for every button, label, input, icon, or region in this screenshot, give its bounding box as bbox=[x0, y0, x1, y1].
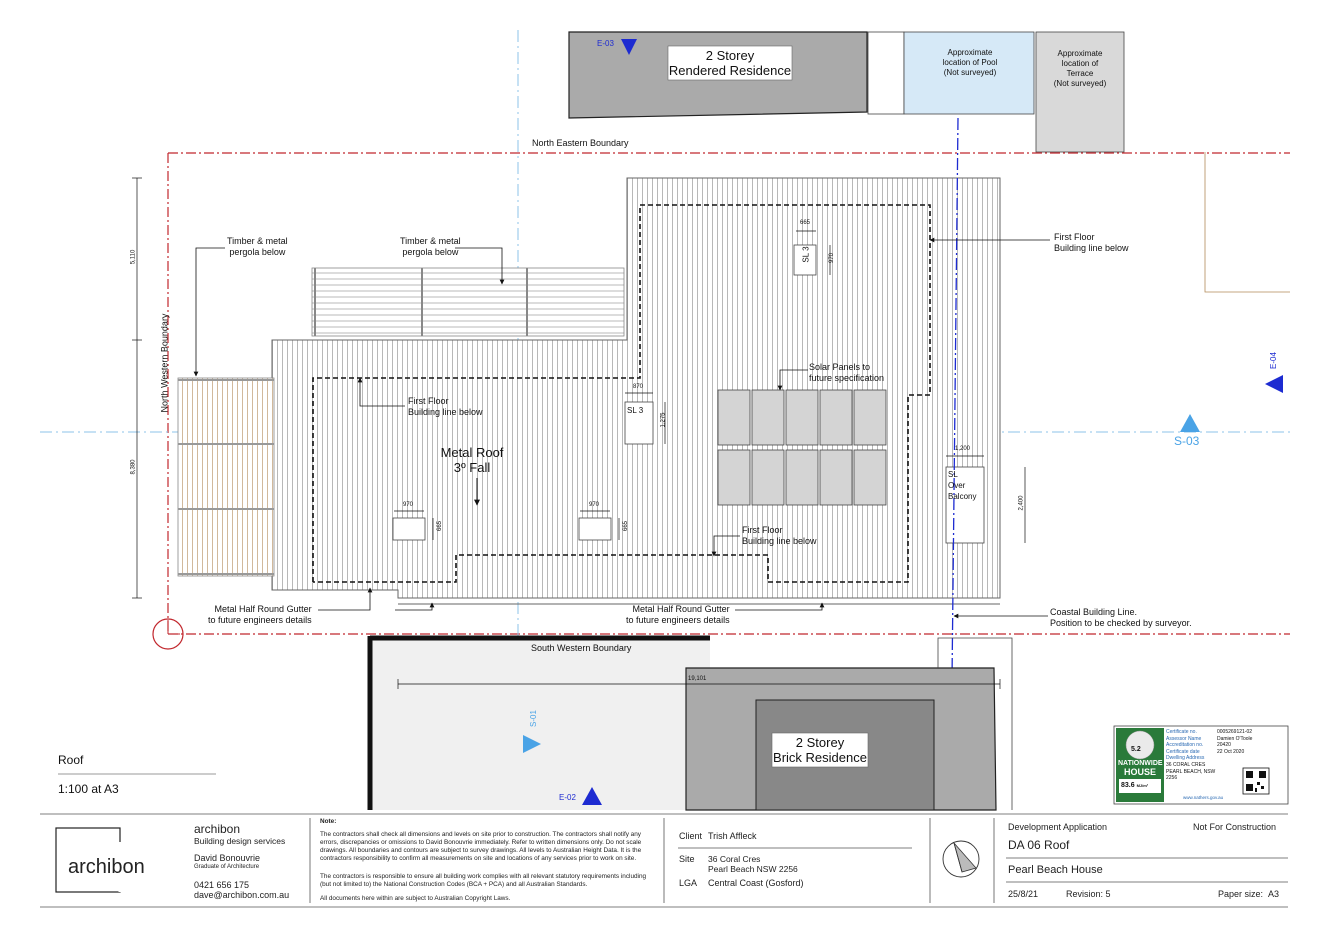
nathers-mj: 83.6 MJ/m² bbox=[1121, 782, 1149, 789]
email: dave@archibon.com.au bbox=[194, 890, 290, 900]
sheet-title: DA 06 Roof bbox=[1008, 838, 1070, 852]
dim-5110: 5,110 bbox=[130, 249, 137, 265]
skylight-sl3-top-label: SL 3 bbox=[801, 246, 811, 263]
nathers-certificate-badge bbox=[1113, 725, 1289, 805]
note-3: All documents here within are subject to… bbox=[320, 895, 511, 902]
phone: 0421 656 175 bbox=[194, 880, 250, 890]
company-name: archibon bbox=[194, 822, 241, 836]
solar-panels bbox=[717, 389, 887, 506]
dim-1275: 1,275 bbox=[660, 412, 667, 428]
company-sub: Building design services bbox=[194, 836, 286, 846]
issue-date: 25/8/21 bbox=[1008, 889, 1039, 899]
note-1: The contractors shall check all dimensio… bbox=[320, 831, 642, 862]
dim-665-top: 665 bbox=[800, 220, 811, 226]
dim-970-b: 970 bbox=[589, 502, 600, 508]
first-floor-line bbox=[312, 204, 931, 583]
dim-8380: 8,380 bbox=[130, 459, 137, 475]
marker-e02-label: E-02 bbox=[559, 793, 576, 802]
dim-665-b: 665 bbox=[623, 520, 630, 532]
dim-19101: 19,101 bbox=[688, 676, 707, 682]
section-marker-s01 bbox=[523, 735, 541, 753]
nathers-url: www.nathers.gov.au bbox=[1183, 795, 1224, 800]
dim-1200: 1,200 bbox=[955, 446, 971, 452]
nathers-stars: 5.2 bbox=[1131, 746, 1141, 753]
south-western-boundary-label: South Western Boundary bbox=[531, 643, 632, 653]
skylight-left bbox=[392, 517, 426, 541]
skylight-balcony bbox=[945, 466, 985, 544]
coastal-line-label: Coastal Building Line.Position to be che… bbox=[1050, 607, 1192, 628]
left-pergola bbox=[177, 377, 275, 577]
dim-2400: 2,400 bbox=[1018, 495, 1025, 511]
lga-label: LGA bbox=[679, 878, 698, 888]
marker-e04-label: E-04 bbox=[1268, 352, 1278, 369]
pool-area bbox=[903, 31, 1035, 115]
status-label: Development Application bbox=[1008, 822, 1108, 832]
north-western-boundary-label: North Western Boundary bbox=[159, 313, 170, 413]
bottom-residence bbox=[367, 635, 1013, 811]
project-name: Pearl Beach House bbox=[1008, 864, 1103, 876]
paper-size: Paper size: A3 bbox=[1218, 889, 1280, 899]
elevation-marker-e02 bbox=[582, 787, 602, 805]
north-eastern-boundary-label: North Eastern Boundary bbox=[532, 138, 629, 148]
skylight-sl3-label: SL 3 bbox=[627, 406, 644, 415]
title-block-frame bbox=[40, 813, 1288, 908]
skylight-mid bbox=[578, 517, 612, 541]
marker-s03-label: S-03 bbox=[1174, 434, 1200, 448]
person-title: Graduate of Architecture bbox=[194, 864, 260, 870]
note-title: Note: bbox=[320, 818, 337, 825]
note-2: The contractors is responsible to ensure… bbox=[320, 873, 647, 888]
view-scale: 1:100 at A3 bbox=[58, 782, 119, 796]
not-for-construction-label: Not For Construction bbox=[1193, 822, 1277, 832]
marker-s01-label: S-01 bbox=[528, 710, 538, 727]
view-title: Roof bbox=[58, 753, 84, 767]
terrace-area bbox=[1035, 31, 1125, 153]
dim-870: 870 bbox=[633, 384, 644, 390]
top-pergola bbox=[311, 267, 625, 337]
section-marker-s03 bbox=[1180, 414, 1200, 432]
dim-970-a: 970 bbox=[403, 502, 414, 508]
client-label: Client bbox=[679, 831, 703, 841]
client-value: Trish Affleck bbox=[708, 831, 757, 841]
skylight-sl3-top bbox=[793, 244, 817, 276]
revision: Revision: 5 bbox=[1066, 889, 1111, 899]
north-arrow-icon bbox=[942, 840, 980, 878]
site-boundary bbox=[167, 152, 1290, 635]
dim-970-side: 970 bbox=[829, 252, 836, 264]
dim-665-a: 665 bbox=[437, 520, 444, 532]
lga-value: Central Coast (Gosford) bbox=[708, 878, 804, 888]
top-residence bbox=[568, 31, 1125, 153]
site-label: Site bbox=[679, 854, 695, 864]
person-name: David Bonouvrie bbox=[194, 853, 261, 863]
elevation-marker-e03 bbox=[621, 39, 637, 55]
skylight-sl3 bbox=[624, 401, 654, 445]
marker-e03-label: E-03 bbox=[597, 39, 614, 48]
elevation-marker-e04 bbox=[1265, 375, 1283, 393]
archibon-logo: archibon bbox=[68, 856, 145, 878]
